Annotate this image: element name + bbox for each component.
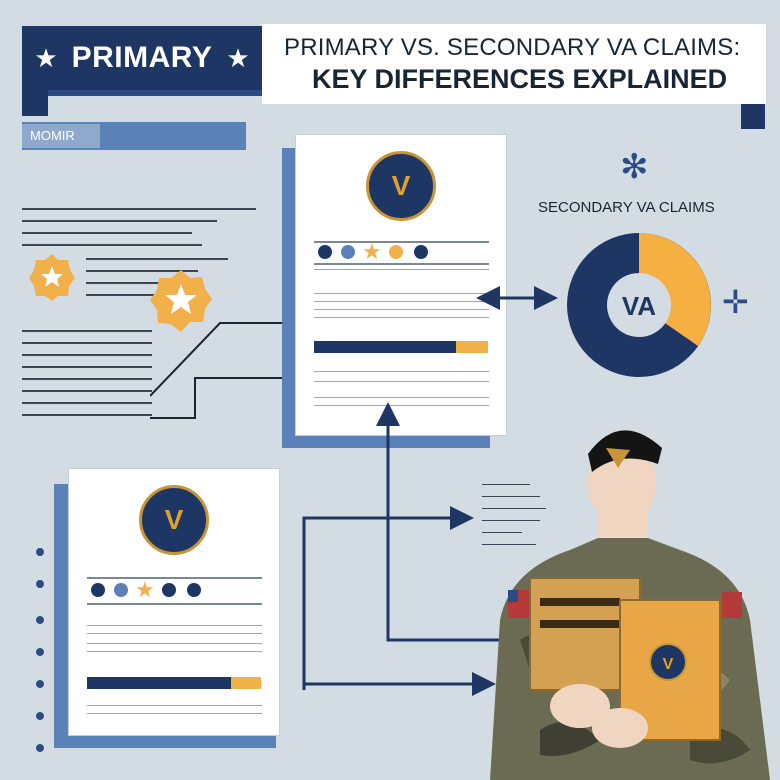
- corner-accent-right: [741, 104, 765, 129]
- divider: [87, 633, 262, 634]
- divider: [314, 263, 489, 265]
- sparkle-icon: ✻: [620, 148, 649, 186]
- text-line: [22, 402, 152, 404]
- divider: [314, 381, 489, 382]
- divider: [87, 625, 262, 626]
- header-underline: [22, 90, 262, 96]
- divider: [314, 317, 489, 318]
- text-line: [22, 232, 192, 234]
- divider: [314, 301, 489, 302]
- bullet-dot: [36, 744, 44, 752]
- divider: [87, 603, 262, 605]
- text-line: [22, 220, 217, 222]
- text-line: [86, 258, 228, 260]
- rating-dot: [318, 245, 332, 259]
- document-card-shadow: [54, 734, 276, 748]
- divider: [87, 577, 262, 579]
- divider: [314, 309, 489, 310]
- pie-chart: VA: [567, 233, 711, 377]
- progress-bar: [87, 677, 231, 689]
- divider: [314, 397, 489, 398]
- divider: [314, 293, 489, 294]
- rating-dot: [389, 245, 403, 259]
- star-icon: ★: [135, 577, 155, 602]
- rating-dot: [414, 245, 428, 259]
- text-line: [22, 208, 256, 210]
- nav-field[interactable]: MOMIR: [22, 124, 100, 148]
- badge-star-icon: [29, 254, 75, 301]
- text-line: [22, 330, 152, 332]
- star-icon: ★: [362, 239, 382, 264]
- pie-center-text: VA: [622, 291, 656, 321]
- text-line: [482, 520, 540, 521]
- page-title-line2: KEY DIFFERENCES EXPLAINED: [312, 64, 728, 94]
- corner-accent-left: [22, 90, 48, 116]
- text-line: [482, 484, 530, 485]
- text-line: [482, 496, 540, 497]
- progress-bar-accent: [456, 341, 488, 353]
- primary-label: PRIMARY: [71, 41, 213, 74]
- divider: [87, 705, 262, 706]
- text-line: [86, 282, 172, 284]
- star-icon: ★: [34, 43, 58, 73]
- soldier-figure: V: [490, 430, 770, 780]
- badge-star-icon: [150, 270, 212, 332]
- bullet-dot: [36, 680, 44, 688]
- divider: [314, 241, 489, 243]
- text-line: [22, 366, 152, 368]
- document-card-shadow: [54, 484, 68, 748]
- pie-label: SECONDARY VA CLAIMS: [538, 199, 715, 216]
- divider: [87, 643, 262, 644]
- title-box: [262, 24, 766, 104]
- rating-dot: [91, 583, 105, 597]
- rating-dot: [162, 583, 176, 597]
- bullet-dot: [36, 548, 44, 556]
- divider: [314, 405, 489, 406]
- rating-dot: [114, 583, 128, 597]
- divider: [87, 713, 262, 714]
- progress-bar-accent: [231, 677, 261, 689]
- progress-bar: [314, 341, 456, 353]
- text-line: [22, 378, 152, 380]
- document-card-bottom: V ★: [68, 468, 280, 736]
- text-line: [86, 294, 172, 296]
- text-line: [86, 270, 198, 272]
- sparkle-icon: ✛: [722, 284, 749, 320]
- rating-dot: [341, 245, 355, 259]
- text-line: [482, 532, 522, 533]
- text-line: [482, 544, 536, 545]
- svg-text:V: V: [663, 656, 674, 673]
- bullet-dot: [36, 712, 44, 720]
- text-line: [22, 342, 152, 344]
- star-icon: ★: [226, 43, 250, 73]
- seal-icon: V: [366, 151, 436, 221]
- pie-slice-gold: [639, 233, 711, 346]
- bullet-dot: [36, 648, 44, 656]
- divider: [87, 651, 262, 652]
- bullet-dot: [36, 580, 44, 588]
- text-line: [22, 414, 152, 416]
- bullet-dot: [36, 616, 44, 624]
- document-card-top: V ★: [295, 134, 507, 436]
- connector-line: [150, 322, 285, 419]
- divider: [314, 371, 489, 372]
- divider: [314, 269, 489, 270]
- rating-dot: [187, 583, 201, 597]
- page-title-line1: PRIMARY VS. SECONDARY VA CLAIMS:: [284, 34, 741, 61]
- text-line: [22, 244, 202, 246]
- text-line: [482, 508, 546, 509]
- text-line: [22, 390, 152, 392]
- seal-icon: V: [139, 485, 209, 555]
- primary-badge: ★ PRIMARY ★: [22, 26, 262, 90]
- text-line: [22, 354, 152, 356]
